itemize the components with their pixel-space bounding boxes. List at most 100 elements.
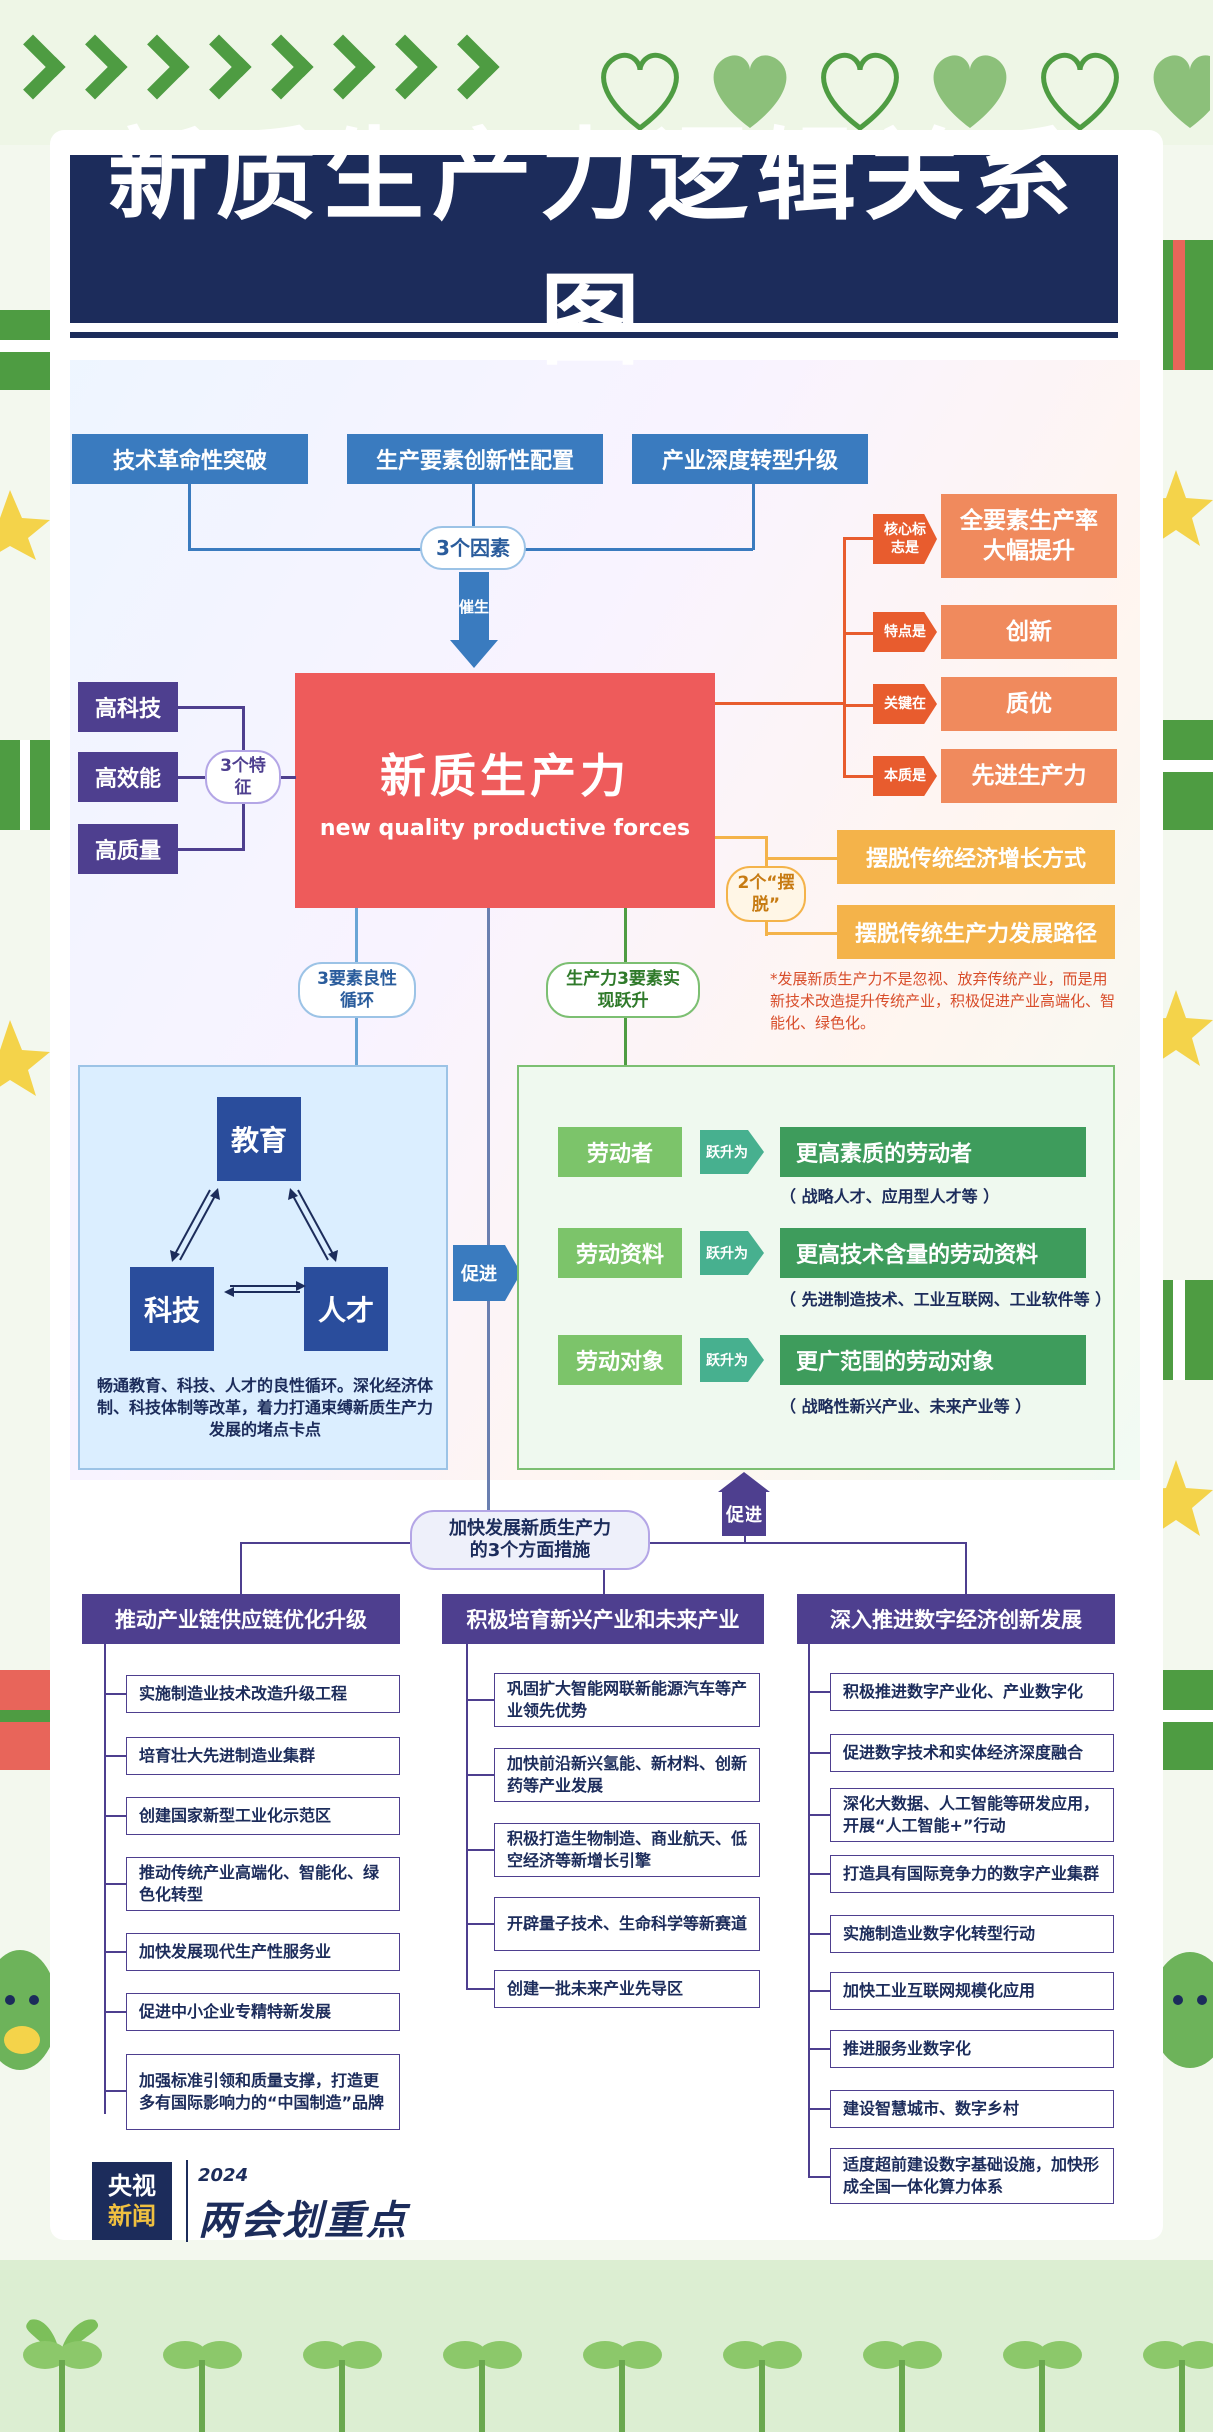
connector [808, 1752, 830, 1754]
measure-item: 加快发展现代生产性服务业 [126, 1933, 400, 1971]
connector [466, 1774, 494, 1776]
connector [765, 932, 837, 935]
connector [744, 1510, 746, 1542]
leap-verb-3: 跃升为 [700, 1338, 764, 1382]
feature-box-1: 高科技 [78, 682, 178, 732]
measures-hub: 加快发展新质生产力的3个方面措施 [410, 1510, 650, 1570]
breakaway-item-2: 摆脱传统生产力发展路径 [837, 905, 1115, 959]
measure-item: 推进服务业数字化 [830, 2030, 1114, 2068]
core-box: 新质生产力 new quality productive forces [295, 673, 715, 908]
cctv-news-logo: 央视 新闻 [92, 2162, 172, 2240]
measure-item: 促进中小企业专精特新发展 [126, 1993, 400, 2031]
feature-box-3: 高质量 [78, 824, 178, 874]
heart-icons [601, 52, 1210, 132]
connector [752, 484, 755, 550]
measure-item: 加快工业互联网规模化应用 [830, 1972, 1114, 2010]
connector [104, 1755, 126, 1757]
connector [472, 484, 475, 526]
leap-detail-2: （ 先进制造技术、工业互联网、工业软件等 ） [780, 1290, 1112, 1309]
connector [843, 704, 873, 707]
leap-to-1: 更高素质的劳动者 [780, 1127, 1086, 1177]
leap-from-1: 劳动者 [558, 1127, 682, 1177]
connector [808, 1814, 830, 1816]
connector [715, 702, 843, 705]
breakaway-item-1: 摆脱传统经济增长方式 [837, 830, 1115, 884]
promote-up-arrow-icon [718, 1472, 770, 1492]
leap-verb-1: 跃升为 [700, 1130, 764, 1174]
connector [104, 1644, 106, 2114]
sprout-character-right [1150, 1952, 1213, 2068]
connector [808, 1691, 830, 1693]
leap-to-2: 更高技术含量的劳动资料 [780, 1228, 1086, 1278]
connector [178, 848, 242, 851]
connector [843, 632, 873, 635]
promote-label-1: 促进 [453, 1245, 505, 1301]
attr-tag-3: 关键在 [873, 684, 937, 724]
feature-box-2: 高效能 [78, 752, 178, 802]
logo-year: 2024 [198, 2165, 249, 2186]
connector [104, 1951, 126, 1953]
measure-item: 建设智慧城市、数字乡村 [830, 2090, 1114, 2128]
measure-item: 培育壮大先进制造业集群 [126, 1737, 400, 1775]
connector [715, 836, 765, 839]
measure-item: 创建一批未来产业先导区 [494, 1970, 760, 2008]
attr-tag-2: 特点是 [873, 612, 937, 652]
measure-item: 开辟量子技术、生命科学等新赛道 [494, 1897, 760, 1951]
attr-value-1: 全要素生产率大幅提升 [941, 494, 1117, 578]
core-title-en: new quality productive forces [319, 816, 691, 841]
connector [808, 1990, 830, 1992]
leap-from-2: 劳动资料 [558, 1228, 682, 1278]
connector [240, 1542, 242, 1594]
cycle-node-talent: 人才 [304, 1267, 388, 1351]
measure-item: 适度超前建设数字基础设施，加快形成全国一体化算力体系 [830, 2148, 1114, 2204]
connector [808, 1873, 830, 1875]
connector [808, 1933, 830, 1935]
gift-icon-left [0, 310, 55, 390]
cycle-arrows [170, 1188, 338, 1297]
measure-head-1: 推动产业链供应链优化升级 [82, 1594, 400, 1644]
measure-item: 促进数字技术和实体经济深度融合 [830, 1734, 1114, 1772]
measure-item: 巩固扩大智能网联新能源汽车等产业领先优势 [494, 1673, 760, 1727]
leap-verb-2: 跃升为 [700, 1231, 764, 1275]
connector [808, 1644, 810, 2177]
measure-item: 打造具有国际竞争力的数字产业集群 [830, 1855, 1114, 1893]
measure-item: 积极打造生物制造、商业航天、低空经济等新增长引擎 [494, 1823, 760, 1877]
star-icon-left-2 [0, 1020, 50, 1096]
attr-value-4: 先进生产力 [941, 749, 1117, 803]
connector [765, 857, 837, 860]
sprout-icons [23, 2319, 1213, 2432]
logo-line-1: 央视 [108, 2172, 156, 2200]
cycle-node-technology: 科技 [130, 1267, 214, 1351]
cycle-caption: 畅通教育、科技、人才的良性循环。深化经济体制、科技体制等改革，着力打通束缚新质生… [96, 1376, 433, 1439]
measure-item: 加快前沿新兴氢能、新材料、创新药等产业发展 [494, 1748, 760, 1802]
connector [104, 2011, 126, 2013]
logo-line-2: 新闻 [108, 2202, 156, 2230]
connector [808, 2048, 830, 2050]
cycle-node-education: 教育 [217, 1097, 301, 1181]
connector [466, 1699, 494, 1701]
connector [104, 1693, 126, 1695]
logo-brand: 两会划重点 [198, 2198, 408, 2244]
connector [188, 484, 191, 550]
measure-item: 实施制造业技术改造升级工程 [126, 1675, 400, 1713]
measure-item: 深化大数据、人工智能等研发应用，开展“人工智能+”行动 [830, 1788, 1114, 1842]
factor-box-1: 技术革命性突破 [72, 434, 308, 484]
measure-item: 创建国家新型工业化示范区 [126, 1797, 400, 1835]
factor-box-3: 产业深度转型升级 [632, 434, 868, 484]
measure-item: 加强标准引领和质量支撑，打造更多有国际影响力的“中国制造”品牌 [126, 2054, 400, 2130]
catalyze-arrow: 催生 [450, 570, 498, 670]
gift-icon-left-3 [0, 1670, 55, 1770]
connector [178, 776, 208, 779]
connector [487, 908, 490, 1540]
measure-head-2: 积极培育新兴产业和未来产业 [442, 1594, 764, 1644]
attr-value-2: 创新 [941, 605, 1117, 659]
feature-hub: 3个特征 [205, 750, 281, 804]
leap-detail-1: （ 战略人才、应用型人才等 ） [780, 1187, 1000, 1206]
page-title: 新质生产力逻辑关系图 [70, 117, 1118, 379]
attr-value-3: 质优 [941, 677, 1117, 731]
connector [466, 1644, 468, 1990]
connector [843, 537, 873, 540]
catalyze-label: 催生 [459, 572, 489, 640]
leap-hub: 生产力3要素实现跃升 [546, 962, 700, 1018]
connector [466, 1849, 494, 1851]
